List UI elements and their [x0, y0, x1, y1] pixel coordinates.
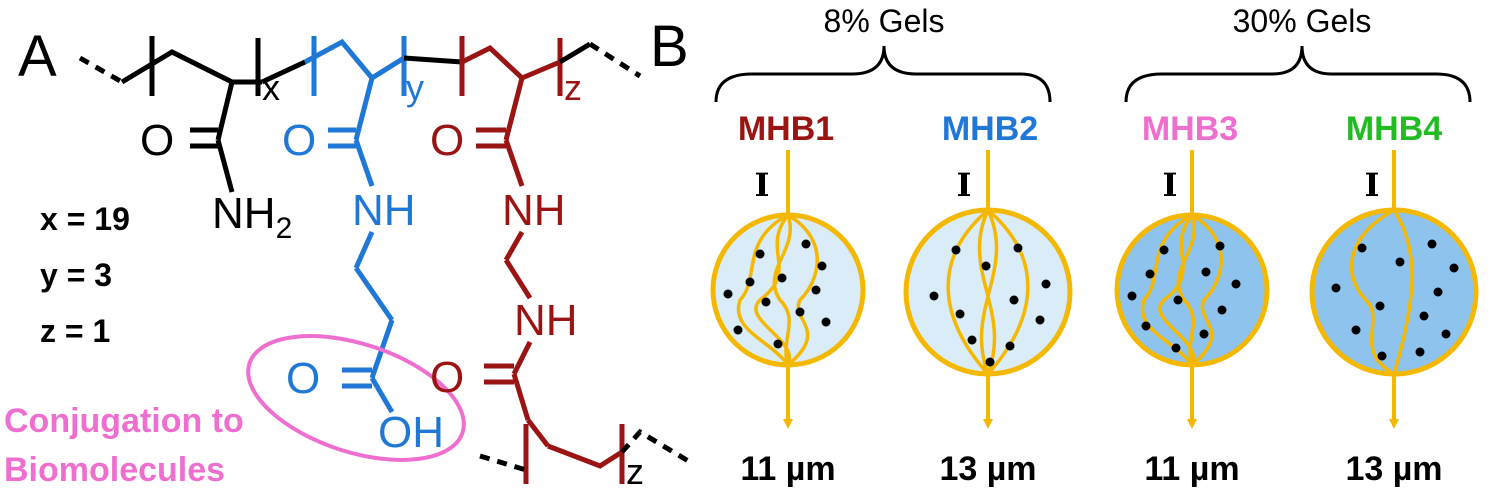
- subscript-x: x: [262, 67, 280, 108]
- panel-b-label: B: [650, 14, 689, 79]
- gel-name-mhb3: MHB3: [1142, 110, 1238, 148]
- pore-size-mhb4: 13 µm: [1345, 450, 1442, 488]
- pore-size-mhb1: 11 µm: [740, 450, 835, 488]
- amide-nh-label: NH2: [212, 189, 292, 245]
- panel-a-label: A: [18, 24, 57, 89]
- scattering-paths-mhb2: [946, 208, 1030, 376]
- subscript-y: y: [406, 67, 424, 108]
- crosslink-backbone-left: [479, 453, 527, 473]
- scattering-paths-mhb1: [736, 213, 819, 367]
- acid-oh: OH: [378, 408, 444, 457]
- acid-o: O: [286, 354, 320, 403]
- conjugation-site-ellipse: [246, 334, 466, 462]
- group-8-percent-label: 8% Gels: [824, 3, 945, 39]
- subscript-z: z: [564, 67, 582, 108]
- panel-b: B 8% Gels 30% Gels MHB1 I 11 µm MHB2 I: [650, 3, 1479, 488]
- composition-x: x = 19: [40, 201, 130, 237]
- polymer-backbone: [78, 36, 642, 96]
- particles-mhb1: [723, 239, 831, 349]
- intensity-label-mhb1: I: [755, 166, 770, 204]
- gel-mhb3: MHB3 I 11 µm: [1114, 110, 1270, 488]
- composition-z: z = 1: [40, 313, 110, 349]
- carbonyl-o-black: O: [140, 116, 174, 165]
- scattering-paths-mhb4: [1349, 208, 1414, 376]
- scattering-paths-mhb3: [1140, 213, 1223, 367]
- pore-size-mhb2: 13 µm: [939, 450, 1036, 488]
- particles-mhb3: [1127, 241, 1241, 353]
- crosslink-backbone-right: [620, 428, 692, 465]
- nh-blue: NH: [352, 186, 416, 235]
- gel-mhb4: MHB4 I 13 µm: [1309, 110, 1479, 488]
- gel-mhb1: MHB1 I 11 µm: [710, 110, 866, 488]
- gel-mhb2: MHB2 I 13 µm: [903, 110, 1073, 488]
- particles-mhb4: [1331, 239, 1459, 361]
- panel-a: A x y z O NH2: [4, 24, 692, 492]
- carbonyl-o-red-2: O: [430, 353, 464, 402]
- nh-red-2: NH: [514, 296, 578, 345]
- brace-8-percent: [714, 45, 1052, 103]
- brace-30-percent: [1124, 45, 1472, 103]
- conjugation-label-line2: Biomolecules: [4, 451, 225, 489]
- carbonyl-o-blue: O: [282, 116, 316, 165]
- carbonyl-o-red: O: [430, 116, 464, 165]
- particles-mhb2: [929, 243, 1051, 367]
- carboxy-monomer-unit: [328, 77, 395, 414]
- crosslinker-unit: [476, 77, 625, 484]
- nh-red-1: NH: [502, 186, 566, 235]
- gel-name-mhb4: MHB4: [1346, 110, 1442, 148]
- gel-name-mhb2: MHB2: [942, 110, 1038, 148]
- acrylamide-unit: [190, 81, 235, 193]
- intensity-label-mhb4: I: [1365, 166, 1380, 204]
- intensity-label-mhb3: I: [1163, 166, 1178, 204]
- pore-size-mhb3: 11 µm: [1144, 450, 1239, 488]
- gel-name-mhb1: MHB1: [738, 110, 834, 148]
- intensity-label-mhb2: I: [957, 166, 972, 204]
- group-30-percent-label: 30% Gels: [1233, 3, 1372, 39]
- subscript-z-crosslink: z: [626, 451, 644, 492]
- composition-y: y = 3: [40, 257, 112, 293]
- conjugation-label-line1: Conjugation to: [4, 402, 244, 440]
